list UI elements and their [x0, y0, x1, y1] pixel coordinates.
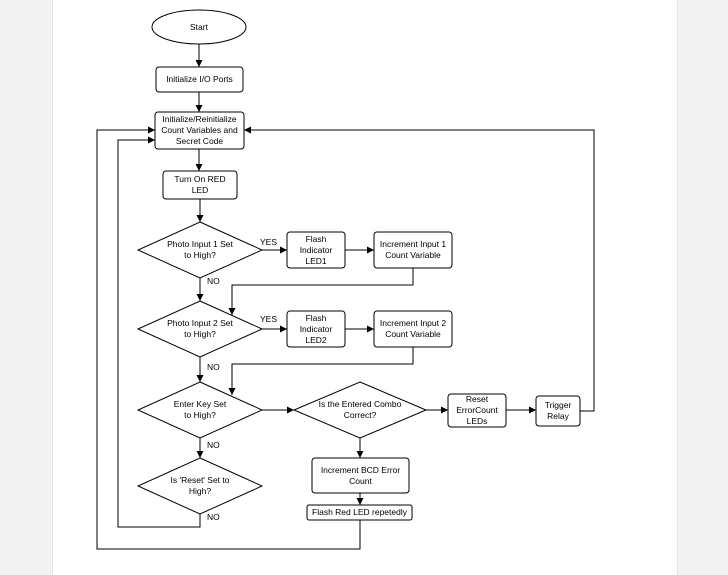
node-reset-err-shape — [447, 393, 507, 428]
node-enter-key-shape — [136, 381, 264, 439]
edge-label-yes1: YES — [260, 237, 278, 247]
node-photo1-shape — [136, 221, 264, 279]
node-init-io-shape — [155, 66, 244, 93]
node-inc2-shape — [373, 310, 453, 348]
edge-label-yes2: YES — [260, 314, 278, 324]
node-flash2-shape — [286, 310, 346, 348]
node-trigger-shape — [535, 395, 581, 427]
node-flash-red-shape — [306, 504, 413, 521]
node-reset-q-shape — [136, 457, 264, 515]
edge-trigger-loop — [244, 126, 595, 412]
node-inc-bcd-shape — [311, 457, 410, 494]
node-flash1-shape — [286, 231, 346, 269]
edge-flash-red-loop — [96, 126, 361, 550]
node-start-shape — [151, 9, 247, 45]
edge-inc1-return — [228, 268, 414, 315]
node-init-vars-shape — [154, 111, 245, 150]
edge-label-no3: NO — [207, 440, 220, 450]
edge-label-no1: NO — [207, 276, 220, 286]
node-photo2-shape — [136, 300, 264, 358]
edge-label-no2: NO — [207, 362, 220, 372]
node-combo-shape — [292, 381, 428, 439]
edge-reset-no-loop — [117, 136, 201, 528]
edge-label-no4: NO — [207, 512, 220, 522]
node-inc1-shape — [373, 231, 453, 269]
node-red-led-shape — [162, 170, 238, 200]
edge-inc2-return — [228, 347, 414, 395]
